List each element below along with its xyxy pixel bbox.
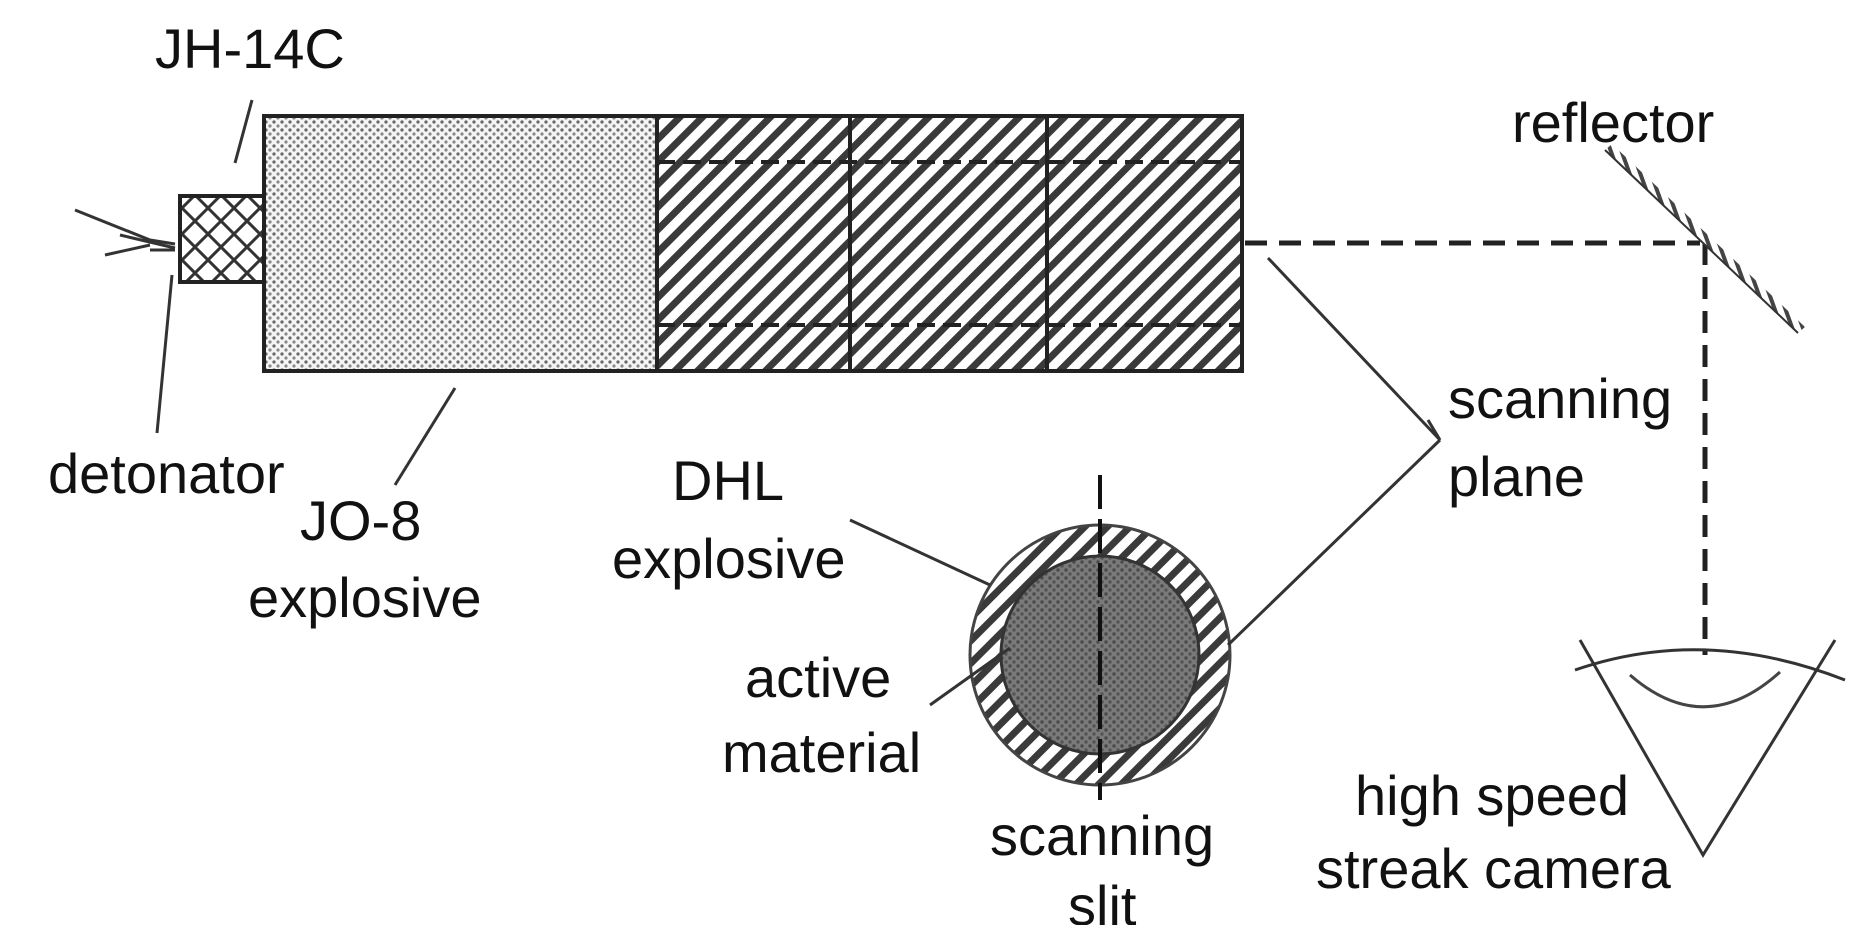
streak-camera-lens-icon	[1578, 639, 1837, 858]
label-jo8-line1: JO-8	[300, 489, 421, 552]
light-path	[1245, 240, 1708, 655]
detonator-wires	[74, 208, 176, 257]
label-slit-line1: scanning	[990, 804, 1214, 867]
label-detonator: detonator	[48, 442, 285, 505]
label-camera-line2: streak camera	[1316, 837, 1672, 900]
dhl-explosive-block	[655, 114, 1244, 373]
angled-mirror-icon	[1605, 144, 1805, 333]
cross-section	[968, 475, 1232, 800]
label-dhl-line1: DHL	[672, 449, 784, 512]
label-camera-line1: high speed	[1355, 764, 1629, 827]
label-jh14c: JH-14C	[155, 17, 345, 80]
label-active-line1: active	[745, 646, 891, 709]
label-jo8-line2: explosive	[248, 566, 481, 629]
label-plane-line2: plane	[1448, 445, 1585, 508]
label-plane-line1: scanning	[1448, 367, 1672, 430]
streak-camera	[1574, 639, 1846, 858]
crosshatch-cell-icon	[178, 194, 266, 284]
jo8-explosive-block	[262, 114, 659, 373]
label-reflector: reflector	[1512, 91, 1714, 154]
label-slit-line2: slit	[1068, 874, 1137, 925]
leader-lines	[155, 99, 1442, 707]
booster-jh14c	[178, 194, 266, 284]
reflector-mirror	[1604, 144, 1805, 334]
label-active-line2: material	[722, 721, 921, 784]
label-dhl-line2: explosive	[612, 527, 845, 590]
